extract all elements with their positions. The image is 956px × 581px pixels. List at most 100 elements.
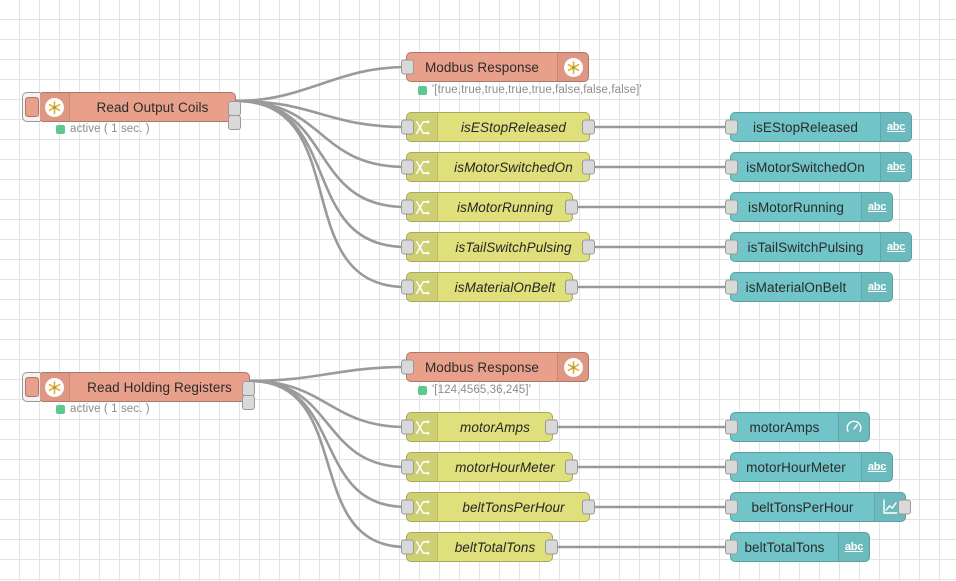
status-read-holding-registers: active ( 1 sec. )	[56, 403, 150, 415]
node-button-read-output-coils[interactable]	[22, 92, 40, 122]
input-port[interactable]	[725, 499, 738, 515]
input-port[interactable]	[401, 499, 414, 515]
node-label: isTailSwitchPulsing	[747, 239, 864, 255]
node-change-ismotorrunning[interactable]: isMotorRunning	[401, 192, 578, 222]
input-port[interactable]	[725, 539, 738, 555]
input-port[interactable]	[725, 459, 738, 475]
node-label: beltTonsPerHour	[462, 499, 565, 515]
input-port[interactable]	[725, 239, 738, 255]
node-ui-motoramps[interactable]: motorAmps	[725, 412, 870, 442]
node-modbus-response-registers[interactable]: Modbus Response	[401, 352, 589, 382]
abc-glyph: abc	[867, 200, 887, 213]
node-label: isMotorSwitchedOn	[454, 159, 573, 175]
output-port[interactable]	[545, 539, 558, 555]
output-port[interactable]	[565, 279, 578, 295]
node-ui-ismaterialonbelt[interactable]: isMaterialOnBelt abc	[725, 272, 893, 302]
node-ui-belttotaltons[interactable]: beltTotalTons abc	[725, 532, 870, 562]
status-modbus-response-registers: '[124,4565,36,245]'	[418, 384, 531, 396]
node-label: isMotorRunning	[457, 199, 553, 215]
node-label: motorHourMeter	[455, 459, 555, 475]
wire-coils-to-isMaterialOnBelt	[234, 99, 408, 289]
output-port[interactable]	[898, 499, 911, 515]
node-label: isEStopReleased	[460, 119, 567, 135]
input-port[interactable]	[401, 279, 414, 295]
node-button-icon	[24, 97, 39, 117]
status-dot	[56, 124, 65, 134]
input-port[interactable]	[401, 539, 414, 555]
wire-coils-to-isMotorRunning	[234, 99, 408, 209]
output-port[interactable]	[565, 199, 578, 215]
wire-registers-to-beltTotalTons	[248, 379, 408, 549]
input-port[interactable]	[725, 159, 738, 175]
node-label: Modbus Response	[424, 359, 540, 375]
input-port[interactable]	[401, 159, 414, 175]
node-label: Read Output Coils	[96, 99, 209, 115]
wire-coils-to-isTailSwitchPulsing	[234, 99, 408, 249]
output-port[interactable]	[228, 101, 241, 116]
output-port[interactable]	[242, 381, 255, 396]
input-port[interactable]	[401, 359, 414, 375]
node-read-output-coils[interactable]: Read Output Coils	[22, 92, 241, 130]
input-port[interactable]	[725, 279, 738, 295]
input-port[interactable]	[401, 419, 414, 435]
input-port[interactable]	[401, 239, 414, 255]
node-modbus-response-coils[interactable]: Modbus Response	[401, 52, 589, 82]
node-change-istailswitchpulsing[interactable]: isTailSwitchPulsing	[401, 232, 595, 262]
input-port[interactable]	[401, 59, 414, 75]
output-port-secondary[interactable]	[228, 115, 241, 130]
node-label: Read Holding Registers	[87, 379, 232, 395]
output-port[interactable]	[582, 159, 595, 175]
node-label: isMotorSwitchedOn	[746, 159, 865, 175]
node-ui-belttonsperhour[interactable]: beltTonsPerHour	[725, 492, 911, 522]
node-change-motorhourmeter[interactable]: motorHourMeter	[401, 452, 578, 482]
node-change-isestopreleased[interactable]: isEStopReleased	[401, 112, 595, 142]
abc-glyph: abc	[886, 120, 906, 133]
gauge-icon	[838, 413, 869, 441]
node-ui-istailswitchpulsing[interactable]: isTailSwitchPulsing abc	[725, 232, 912, 262]
modbus-icon	[557, 53, 588, 81]
node-label: beltTotalTons	[454, 539, 536, 555]
input-port[interactable]	[725, 199, 738, 215]
modbus-icon	[39, 93, 70, 121]
output-port-secondary[interactable]	[242, 395, 255, 410]
node-label: motorAmps	[460, 419, 530, 435]
node-label: motorHourMeter	[746, 459, 846, 475]
output-port[interactable]	[582, 239, 595, 255]
node-change-belttotaltons[interactable]: beltTotalTons	[401, 532, 558, 562]
node-ui-ismotorswitchedon[interactable]: isMotorSwitchedOn abc	[725, 152, 912, 182]
node-label: isEStopReleased	[752, 119, 859, 135]
node-change-ismotorswitchedon[interactable]: isMotorSwitchedOn	[401, 152, 595, 182]
status-text: '[true,true,true,true,true,false,false,f…	[432, 84, 642, 96]
modbus-icon	[557, 353, 588, 381]
status-modbus-response-coils: '[true,true,true,true,true,false,false,f…	[418, 84, 642, 96]
node-ui-motorhourmeter[interactable]: motorHourMeter abc	[725, 452, 893, 482]
input-port[interactable]	[401, 119, 414, 135]
input-port[interactable]	[725, 419, 738, 435]
node-ui-ismotorrunning[interactable]: isMotorRunning abc	[725, 192, 893, 222]
output-port[interactable]	[582, 499, 595, 515]
output-port[interactable]	[582, 119, 595, 135]
status-dot	[418, 385, 427, 395]
node-change-ismaterialonbelt[interactable]: isMaterialOnBelt	[401, 272, 578, 302]
node-ui-isestopreleased[interactable]: isEStopReleased abc	[725, 112, 912, 142]
abc-glyph: abc	[886, 160, 906, 173]
modbus-icon	[39, 373, 70, 401]
input-port[interactable]	[401, 459, 414, 475]
node-label: beltTotalTons	[744, 539, 825, 555]
node-read-holding-registers[interactable]: Read Holding Registers	[22, 372, 255, 410]
node-label: isMaterialOnBelt	[745, 279, 847, 295]
input-port[interactable]	[725, 119, 738, 135]
input-port[interactable]	[401, 199, 414, 215]
node-change-motoramps[interactable]: motorAmps	[401, 412, 558, 442]
wire-registers-to-beltTonsPerHour	[248, 379, 408, 509]
wire-coils-to-isEStopReleased	[234, 99, 408, 129]
output-port[interactable]	[545, 419, 558, 435]
node-change-belttonsperhour[interactable]: beltTonsPerHour	[401, 492, 595, 522]
status-text: active ( 1 sec. )	[70, 123, 150, 135]
node-label: isTailSwitchPulsing	[455, 239, 572, 255]
output-port[interactable]	[565, 459, 578, 475]
node-button-read-holding-registers[interactable]	[22, 372, 40, 402]
abc-glyph: abc	[867, 460, 887, 473]
text-abc-icon: abc	[861, 193, 892, 221]
